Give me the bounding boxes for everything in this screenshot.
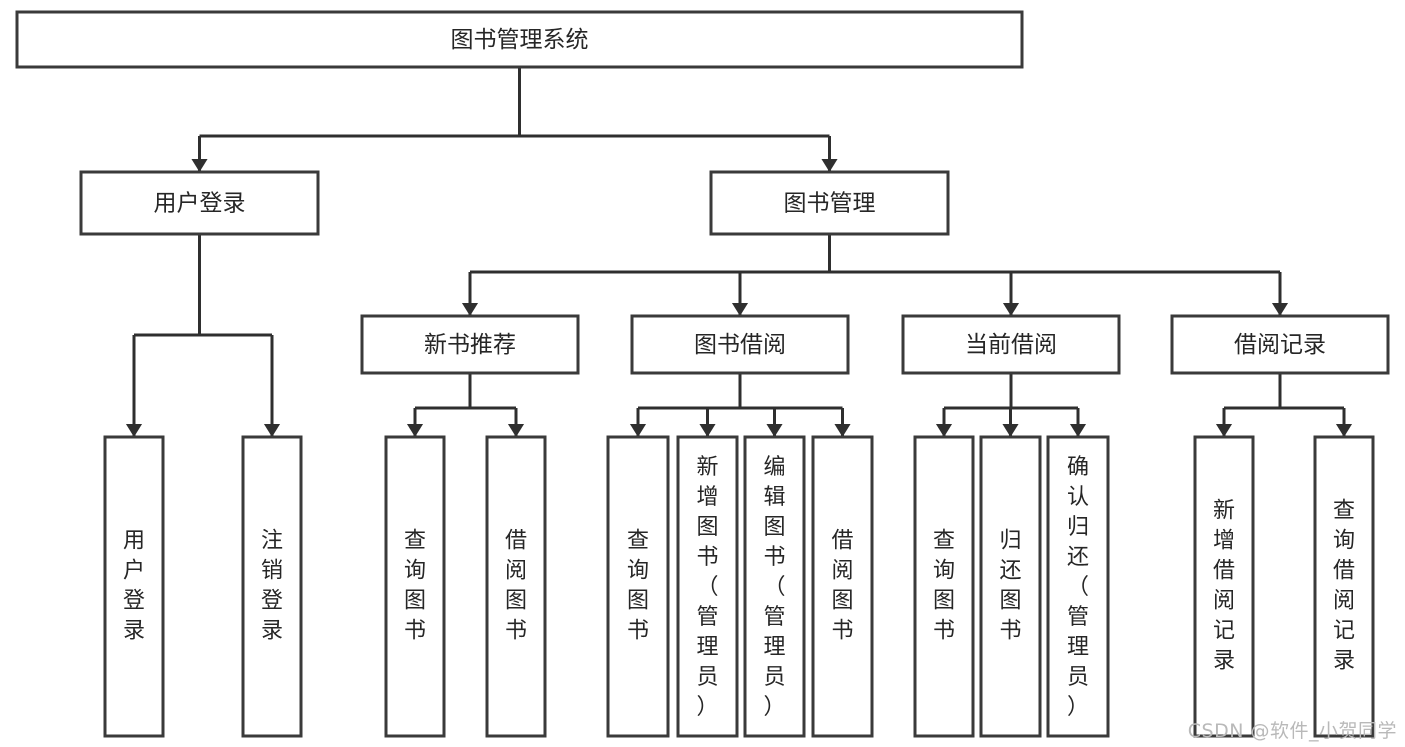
node-leaf-logout[interactable]: 注销登录 [241, 435, 303, 738]
connector-layer [125, 67, 1353, 437]
node-book-borrow[interactable]: 图书借阅 [630, 314, 850, 375]
node-box-new-book-recommend[interactable] [360, 314, 580, 375]
node-label-leaf-query-book-borrow: 查询图书 [627, 529, 649, 644]
node-box-leaf-query-book-recommend[interactable] [384, 435, 446, 738]
node-leaf-user-login[interactable]: 用户登录 [103, 435, 165, 738]
node-box-book-management[interactable] [709, 170, 950, 236]
node-box-leaf-borrow-book[interactable] [811, 435, 874, 738]
node-leaf-return-book[interactable]: 归还图书 [979, 435, 1042, 738]
arrow-head-icon-book-management [821, 159, 838, 172]
node-box-borrow-record[interactable] [1170, 314, 1390, 375]
node-box-leaf-confirm-return-admin[interactable] [1046, 435, 1110, 738]
node-box-book-borrow[interactable] [630, 314, 850, 375]
node-label-leaf-query-book-recommend: 查询图书 [404, 529, 426, 644]
node-leaf-borrow-book-recommend[interactable]: 借阅图书 [485, 435, 547, 738]
node-label-leaf-confirm-return-admin: 确认归还（管理员） [1067, 455, 1089, 720]
arrow-head-icon-leaf-add-book-admin [699, 424, 716, 437]
node-book-management[interactable]: 图书管理 [709, 170, 950, 236]
node-leaf-add-book-admin[interactable]: 新增图书（管理员） [676, 435, 739, 738]
node-label-leaf-logout: 注销登录 [261, 529, 283, 644]
node-label-new-book-recommend: 新书推荐 [424, 332, 516, 358]
arrow-head-icon-leaf-query-book-recommend [406, 424, 424, 437]
node-box-leaf-edit-book-admin[interactable] [743, 435, 806, 738]
node-label-leaf-borrow-book-recommend: 借阅图书 [505, 529, 527, 644]
node-current-borrow[interactable]: 当前借阅 [901, 314, 1121, 375]
arrow-head-icon-leaf-query-book-current [935, 424, 953, 437]
arrow-head-icon-leaf-edit-book-admin [766, 424, 783, 437]
arrow-head-icon-leaf-return-book [1002, 424, 1019, 437]
arrow-head-icon-new-book-recommend [461, 303, 479, 316]
node-box-leaf-return-book[interactable] [979, 435, 1042, 738]
node-box-leaf-user-login[interactable] [103, 435, 165, 738]
node-label-leaf-add-borrow-record: 新增借阅记录 [1213, 499, 1235, 674]
node-label-leaf-query-borrow-record: 查询借阅记录 [1333, 499, 1355, 674]
node-label-leaf-edit-book-admin: 编辑图书（管理员） [763, 455, 785, 720]
node-label-leaf-return-book: 归还图书 [999, 529, 1021, 644]
node-leaf-query-borrow-record[interactable]: 查询借阅记录 [1313, 435, 1375, 738]
node-box-leaf-add-book-admin[interactable] [676, 435, 739, 738]
node-user-login[interactable]: 用户登录 [79, 170, 320, 236]
node-leaf-query-book-borrow[interactable]: 查询图书 [606, 435, 670, 738]
node-label-root: 图书管理系统 [451, 27, 589, 53]
node-borrow-record[interactable]: 借阅记录 [1170, 314, 1390, 375]
node-leaf-query-book-current[interactable]: 查询图书 [913, 435, 975, 738]
arrow-head-icon-book-borrow [731, 303, 749, 316]
node-box-current-borrow[interactable] [901, 314, 1121, 375]
node-box-leaf-borrow-book-recommend[interactable] [485, 435, 547, 738]
node-root[interactable]: 图书管理系统 [15, 10, 1024, 69]
node-layer: 图书管理系统用户登录图书管理新书推荐图书借阅当前借阅借阅记录用户登录注销登录查询… [15, 10, 1390, 738]
arrow-head-icon-leaf-user-login [125, 424, 143, 437]
node-label-leaf-query-book-current: 查询图书 [933, 529, 955, 644]
arrow-head-icon-leaf-query-book-borrow [629, 424, 647, 437]
arrow-head-icon-leaf-borrow-book-recommend [507, 424, 525, 437]
node-label-leaf-user-login: 用户登录 [123, 529, 145, 644]
node-box-leaf-add-borrow-record[interactable] [1193, 435, 1255, 738]
node-label-borrow-record: 借阅记录 [1234, 332, 1326, 358]
node-leaf-query-book-recommend[interactable]: 查询图书 [384, 435, 446, 738]
node-box-leaf-query-book-current[interactable] [913, 435, 975, 738]
node-leaf-edit-book-admin[interactable]: 编辑图书（管理员） [743, 435, 806, 738]
node-box-leaf-logout[interactable] [241, 435, 303, 738]
node-box-leaf-query-book-borrow[interactable] [606, 435, 670, 738]
node-label-user-login: 用户登录 [154, 191, 246, 217]
arrow-head-icon-leaf-confirm-return-admin [1069, 424, 1087, 437]
arrow-head-icon-leaf-add-borrow-record [1215, 424, 1233, 437]
arrow-head-icon-leaf-logout [263, 424, 281, 437]
node-label-leaf-add-book-admin: 新增图书（管理员） [696, 455, 718, 720]
arrow-head-icon-leaf-query-borrow-record [1335, 424, 1353, 437]
arrow-head-icon-leaf-borrow-book [834, 424, 851, 437]
node-new-book-recommend[interactable]: 新书推荐 [360, 314, 580, 375]
node-label-current-borrow: 当前借阅 [965, 332, 1057, 358]
node-leaf-borrow-book[interactable]: 借阅图书 [811, 435, 874, 738]
arrow-head-icon-current-borrow [1002, 303, 1020, 316]
node-leaf-add-borrow-record[interactable]: 新增借阅记录 [1193, 435, 1255, 738]
node-label-book-management: 图书管理 [784, 191, 876, 217]
node-box-root[interactable] [15, 10, 1024, 69]
arrow-head-icon-borrow-record [1271, 303, 1289, 316]
node-label-book-borrow: 图书借阅 [694, 332, 786, 358]
node-box-leaf-query-borrow-record[interactable] [1313, 435, 1375, 738]
node-box-user-login[interactable] [79, 170, 320, 236]
arrow-head-icon-user-login [191, 159, 208, 172]
node-label-leaf-borrow-book: 借阅图书 [831, 529, 853, 644]
node-leaf-confirm-return-admin[interactable]: 确认归还（管理员） [1046, 435, 1110, 738]
